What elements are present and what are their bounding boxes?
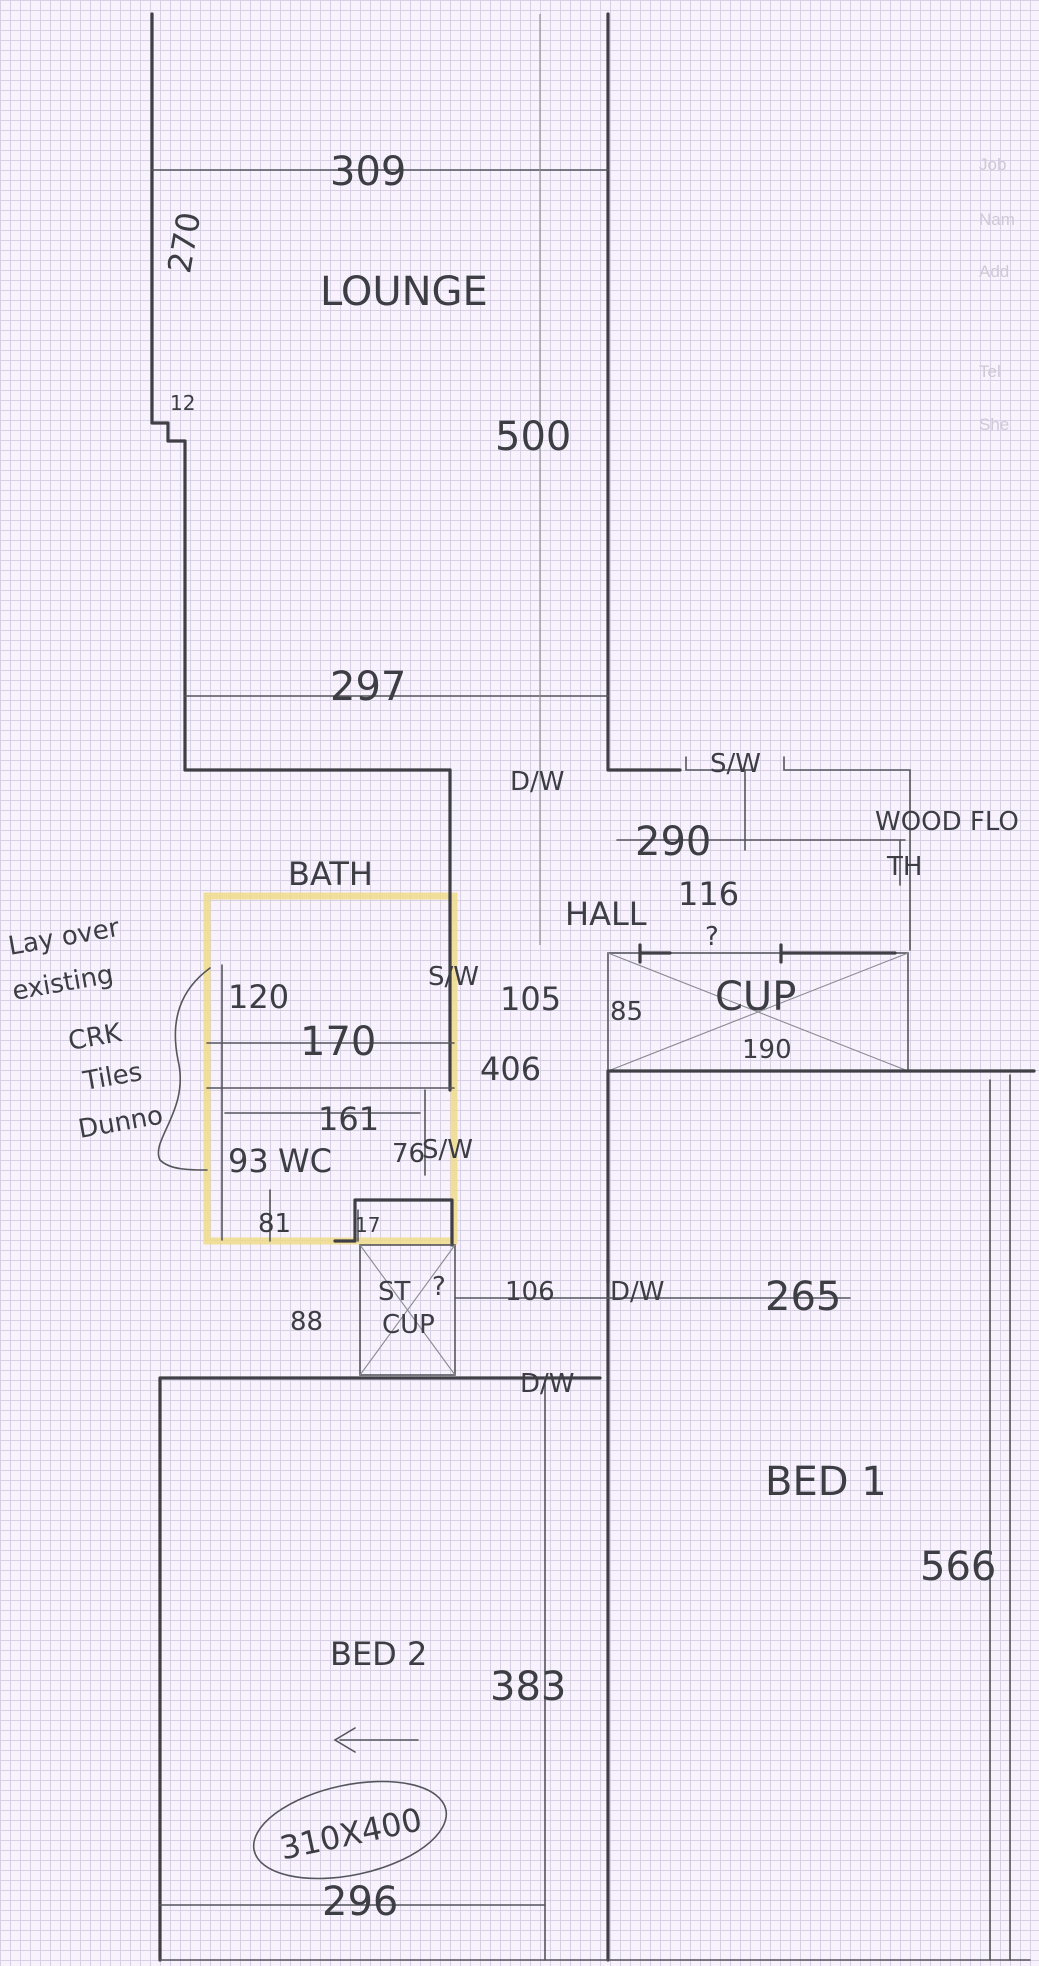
top-sliding-window-marker: S/W	[710, 749, 761, 779]
stamp-tel: Tel	[979, 362, 1001, 381]
bed-1-room: 106 D/W 265 BED 1 566	[454, 1069, 1036, 1962]
tiles-note-line-1: Lay over	[6, 913, 122, 962]
hall-cupboard-cross-b	[607, 952, 909, 1072]
wc-step-dimension: 17	[355, 1213, 380, 1237]
stamp-job: Job	[979, 155, 1007, 174]
lounge-label: LOUNGE	[320, 269, 488, 315]
lounge-small-dimension: 12	[170, 391, 195, 415]
hall-length: 116	[678, 875, 739, 913]
tiles-note-line-5: Dunno	[76, 1101, 165, 1145]
lounge-room: 309 270 12 LOUNGE 500 297	[150, 12, 619, 945]
wood-floor-note: WOOD FLO	[875, 807, 1019, 837]
bed-2-room: D/W BED 2 383 310X400 296	[158, 1369, 609, 1962]
bath-and-wc: BATH 120 170 S/W 161 93 WC 76 S/W 81 17	[203, 768, 479, 1247]
store-cupboard-box	[359, 1244, 456, 1376]
bath-sliding-window-marker: S/W	[428, 962, 479, 992]
hall-label: HALL	[565, 895, 647, 933]
stamp-address: Add	[979, 262, 1010, 281]
wc-sliding-window-marker: S/W	[422, 1135, 473, 1165]
bed1-west-north-wall	[606, 1069, 1036, 1375]
hall-cupboard-label: CUP	[715, 974, 796, 1020]
hall-side-dimension-2: 406	[480, 1050, 541, 1088]
wc-width: 161	[318, 1100, 379, 1138]
wc-side-dimension: 76	[392, 1139, 425, 1169]
lounge-west-wall	[150, 12, 452, 772]
th-note: TH	[886, 852, 922, 882]
tiles-note-leader	[157, 967, 211, 1171]
bed2-north-west-wall	[158, 1376, 602, 1962]
bed2-area: 310X400	[276, 1800, 425, 1867]
wc-label: WC	[278, 1142, 332, 1180]
wc-small-dimension: 81	[258, 1209, 291, 1239]
store-cupboard-dimension: 88	[290, 1307, 323, 1337]
stamp-sheet: She	[979, 415, 1010, 434]
stamp-name: Nam	[979, 210, 1015, 229]
bath-highlight	[203, 892, 458, 1245]
lounge-top-width: 309	[330, 149, 406, 195]
bed1-door-marker: D/W	[610, 1277, 665, 1307]
lounge-length: 500	[495, 414, 571, 460]
bed1-length: 566	[920, 1544, 996, 1590]
store-cupboard-unknown: ?	[432, 1272, 446, 1302]
bed1-width: 265	[765, 1274, 841, 1320]
bed2-width: 296	[322, 1879, 398, 1925]
lounge-bottom-width: 297	[330, 664, 406, 710]
bath-depth: 120	[228, 978, 289, 1016]
hall-cupboard-depth: 85	[610, 997, 643, 1027]
hall-cupboard: ? 85 CUP 190	[607, 922, 909, 1072]
bath-label: BATH	[288, 855, 373, 893]
bed1-label: BED 1	[765, 1459, 887, 1505]
store-cupboard: ST CUP ? 88	[290, 1244, 456, 1376]
wc-depth: 93	[228, 1142, 269, 1180]
hall-top-wall-b	[685, 756, 753, 771]
lounge-door-marker: D/W	[510, 767, 565, 797]
lounge-side-dimension: 270	[160, 209, 208, 276]
bed2-arrow	[333, 1727, 419, 1753]
tiles-note-line-4: Tiles	[80, 1057, 144, 1097]
store-cupboard-label-2: CUP	[382, 1310, 435, 1340]
hall-side-dimension: 105	[500, 980, 561, 1018]
store-cupboard-label-1: ST	[378, 1277, 411, 1307]
hall-top-wall-c	[783, 756, 911, 951]
hall-area: D/W S/W 290 WOOD FLO TH HALL 116 105 406	[480, 749, 1019, 1088]
tiles-note: Lay over existing CRK Tiles Dunno	[6, 913, 211, 1171]
bed2-label: BED 2	[330, 1635, 427, 1673]
bed2-area-circle	[252, 1780, 448, 1880]
store-cupboard-cross-b	[359, 1244, 456, 1376]
hall-cross-dimension: 106	[505, 1277, 555, 1307]
hall-width: 290	[635, 819, 711, 865]
tiles-note-line-2: existing	[10, 960, 116, 1007]
hall-cupboard-width: 190	[742, 1035, 792, 1065]
tiles-note-line-3: CRK	[66, 1018, 125, 1057]
bed2-length: 383	[490, 1664, 566, 1710]
bed2-door-marker: D/W	[520, 1369, 575, 1399]
bath-width: 170	[300, 1019, 376, 1065]
wc-step-wall	[333, 1198, 454, 1247]
lounge-east-wall	[606, 12, 619, 772]
cupboard-unknown-mark: ?	[705, 922, 719, 952]
